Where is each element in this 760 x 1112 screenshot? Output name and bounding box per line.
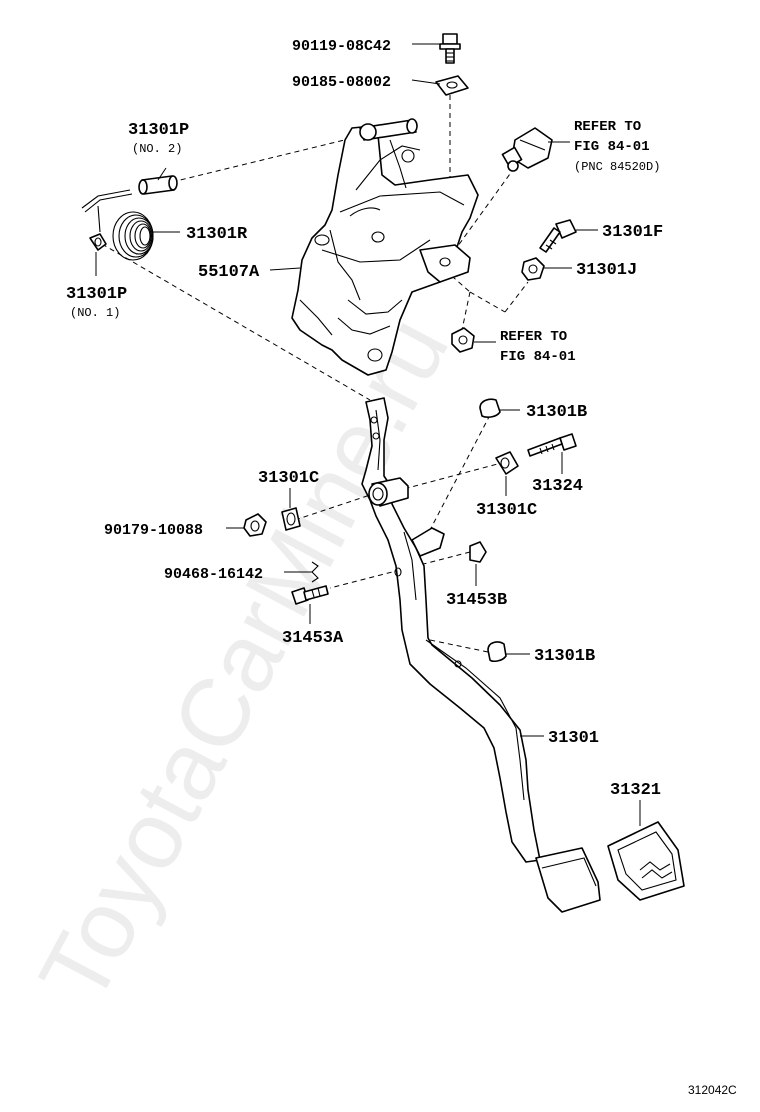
bushing-31301c-right [495, 451, 519, 475]
return-spring-31301r [81, 189, 154, 261]
bushing-31301c-left [281, 507, 301, 531]
label-31301b-top: 31301B [526, 403, 587, 422]
label-90468: 90468-16142 [164, 566, 263, 583]
label-31301r: 31301R [186, 225, 248, 244]
bolt-31453a [291, 585, 329, 605]
assembly-dashed-lines [101, 95, 529, 653]
pedal-support-bracket [291, 118, 479, 376]
bolt-31301f [539, 219, 577, 253]
label-refer-to-2: REFER TO [500, 329, 567, 345]
nut-31453b [469, 541, 487, 563]
label-55107a: 55107A [198, 263, 260, 282]
label-fig-84-01-1: FIG 84-01 [574, 139, 650, 155]
cushion-31301b-bottom [487, 641, 507, 662]
brake-pedal-arm [361, 397, 601, 913]
label-31301f: 31301F [602, 223, 663, 242]
leader-lines [95, 43, 641, 826]
label-90185: 90185-08002 [292, 74, 391, 91]
cushion-31301b-top [479, 398, 501, 418]
bolt-31324 [527, 433, 577, 457]
label-31301j: 31301J [576, 261, 637, 280]
label-31301b-bottom: 31301B [534, 647, 595, 666]
part-number-labels: 90119-08C42 90185-08002 31301P (NO. 2) 3… [66, 38, 737, 1097]
label-31301p-no1: 31301P [66, 285, 127, 304]
nut-refer-fig [451, 327, 475, 353]
pedal-pad-31321 [607, 821, 685, 901]
label-31321: 31321 [610, 781, 661, 800]
label-31301c-left: 31301C [258, 469, 319, 488]
label-90179: 90179-10088 [104, 522, 203, 539]
label-31301c-right: 31301C [476, 501, 537, 520]
label-31301: 31301 [548, 729, 599, 748]
label-fig-84-01-2: FIG 84-01 [500, 349, 576, 365]
bushing-31301p-no2 [138, 175, 178, 195]
watermark-text: ToyotaCarMine.ru [19, 301, 469, 1020]
label-31301p-no2: 31301P [128, 121, 189, 140]
figure-id: 312042C [688, 1083, 737, 1097]
label-31301p-no1-sub: (NO. 1) [70, 306, 120, 320]
label-31453b: 31453B [446, 591, 507, 610]
label-pnc-84520d: (PNC 84520D) [574, 160, 660, 174]
clip-nut-90185 [435, 75, 469, 96]
label-31453a: 31453A [282, 629, 344, 648]
label-90119: 90119-08C42 [292, 38, 391, 55]
bushing-31301p-no1 [89, 233, 107, 251]
label-31324: 31324 [532, 477, 583, 496]
label-refer-to-1: REFER TO [574, 119, 641, 135]
label-31301p-no2-sub: (NO. 2) [132, 142, 182, 156]
nut-31301j [521, 257, 545, 281]
bolt-90119 [439, 33, 461, 64]
stop-lamp-switch [501, 127, 553, 172]
